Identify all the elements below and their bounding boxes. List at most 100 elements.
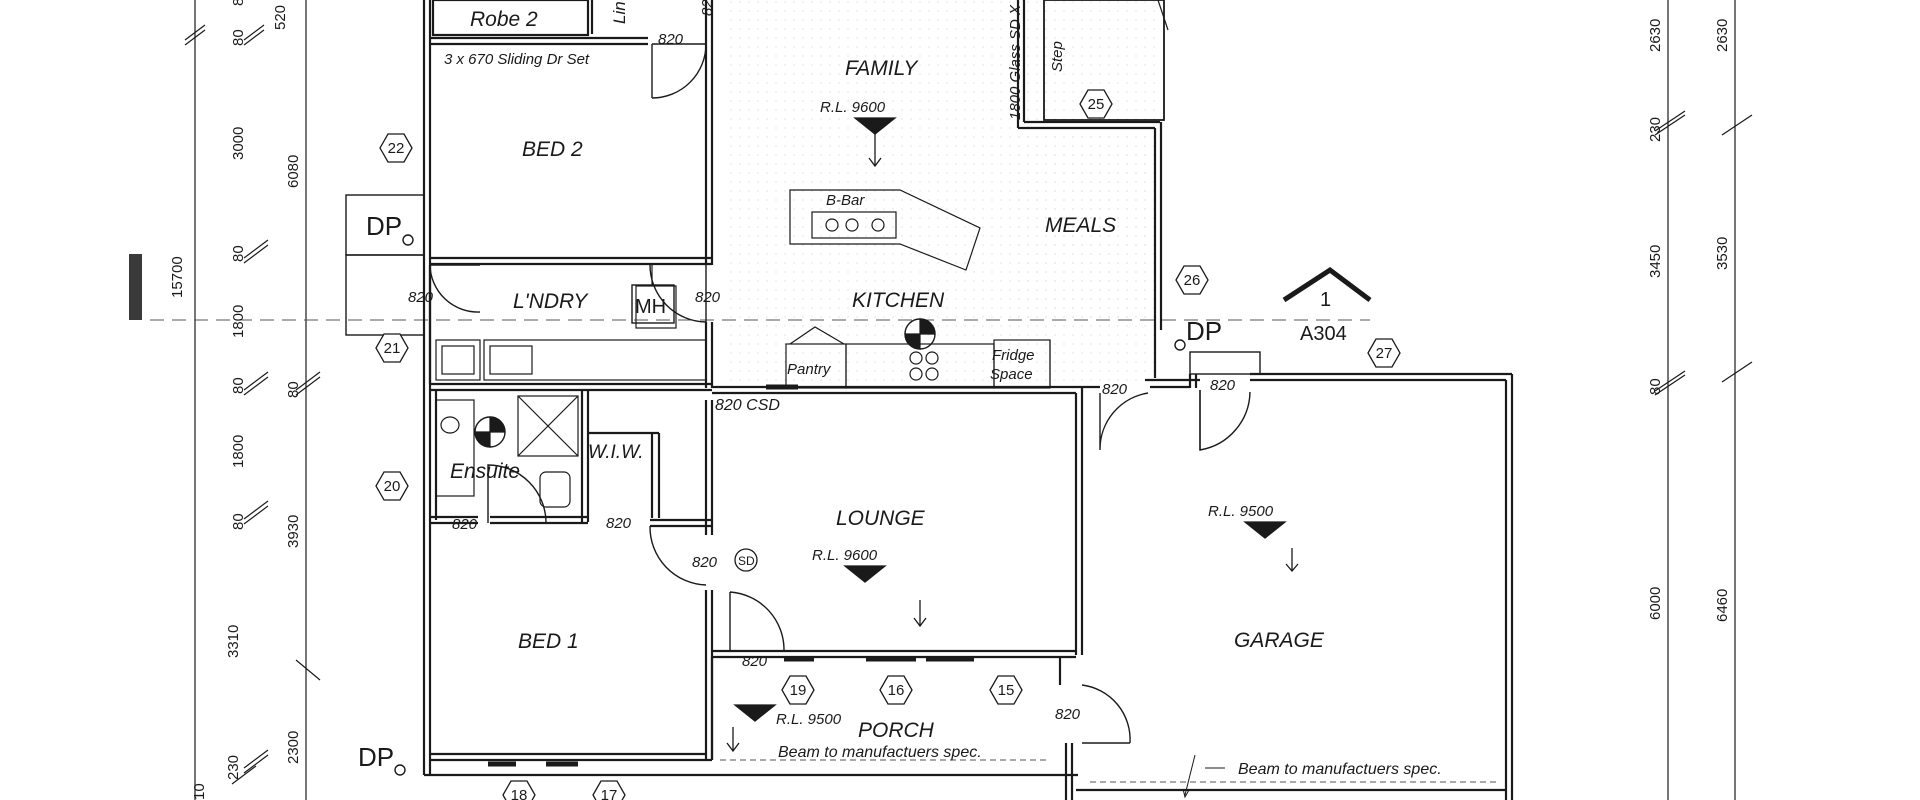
door-width-11: 820: [699, 0, 716, 16]
dim-left-3000: 3000: [230, 127, 247, 160]
dim-left-3930: 3930: [285, 515, 302, 548]
tag-20: 20: [384, 478, 401, 495]
dimension-lines-left: [184, 0, 321, 800]
dp-label-2: DP: [1186, 316, 1222, 346]
room-label-family: FAMILY: [845, 57, 919, 80]
door-width-5: 820: [606, 515, 632, 532]
walls: [422, 0, 1514, 800]
dim-left-8: 8: [230, 0, 247, 6]
room-label-porch: PORCH: [858, 719, 935, 742]
dim-right-2630a: 2630: [1647, 19, 1664, 52]
room-label-lounge: LOUNGE: [836, 507, 926, 530]
dim-right-80: 80: [1647, 378, 1664, 395]
level-family: R.L. 9600: [820, 99, 886, 116]
garage-beam-arrow: [1182, 754, 1196, 799]
mh-box: [631, 284, 675, 324]
dim-right-6460: 6460: [1714, 589, 1731, 622]
dim-left-1800a: 1800: [230, 305, 247, 338]
ensuite-fixtures: [435, 395, 579, 508]
door-width-4: 820: [452, 516, 478, 533]
porch-beam-note: Beam to manufactuers spec.: [778, 744, 982, 761]
dp-label-3: DP: [358, 742, 394, 772]
dim-right-3450: 3450: [1647, 245, 1664, 278]
dp-boxes: [345, 194, 1261, 776]
tag-19: 19: [790, 682, 807, 699]
door-width-8: 820: [1102, 381, 1128, 398]
level-garage: R.L. 9500: [1208, 503, 1274, 520]
dim-right-6000: 6000: [1647, 587, 1664, 620]
dimension-lines-right: [1654, 0, 1753, 800]
room-label-meals: MEALS: [1045, 214, 1116, 237]
tag-21: 21: [384, 340, 401, 357]
dim-right-2630b: 2630: [1714, 19, 1731, 52]
section-marker-bar: [129, 254, 142, 320]
level-markers: [726, 117, 1299, 753]
tag-25: 25: [1088, 96, 1105, 113]
room-label-bed1: BED 1: [518, 630, 579, 653]
dim-left-15700: 15700: [169, 256, 186, 298]
door-width-9: 820: [1210, 377, 1236, 394]
room-label-wiw: W.I.W.: [588, 442, 644, 463]
glass-door-line: [1157, 0, 1169, 31]
level-lounge: R.L. 9600: [812, 547, 878, 564]
tag-17: 17: [601, 787, 618, 800]
room-label-pantry: Pantry: [787, 361, 832, 378]
window-segments: [488, 384, 974, 767]
tag-26: 26: [1184, 272, 1201, 289]
dim-left-1800b: 1800: [230, 435, 247, 468]
step-label: Step: [1049, 41, 1066, 72]
tag-hexagons: [375, 89, 1401, 800]
room-label-laundry: L'NDRY: [513, 290, 589, 313]
mh-label: MH: [635, 296, 666, 318]
tag-15: 15: [998, 682, 1015, 699]
dp-label-1: DP: [366, 211, 402, 241]
dim-left-10: 10: [191, 783, 208, 800]
floor-meals: [1018, 125, 1158, 320]
dim-left-80d: 80: [230, 513, 247, 530]
door-swings: [429, 43, 1251, 744]
bbar-label: B-Bar: [826, 192, 865, 209]
door-width-7: 820: [742, 653, 768, 670]
glass-sd-note: 1800 Glass SD X: [1007, 4, 1024, 120]
room-label-fridge-2: Space: [990, 366, 1033, 383]
dim-left-2300: 2300: [285, 731, 302, 764]
garage-beam-note: Beam to manufactuers spec.: [1238, 761, 1442, 778]
dim-left-80b: 80: [230, 245, 247, 262]
tag-27: 27: [1376, 345, 1393, 362]
dim-right-3530: 3530: [1714, 237, 1731, 270]
door-width-1: 820: [658, 31, 684, 48]
section-reference: A304: [1300, 323, 1347, 345]
door-width-6: 820: [692, 554, 718, 571]
room-label-bed2: BED 2: [522, 138, 583, 161]
dim-left-3310: 3310: [225, 625, 242, 658]
dim-left-80c: 80: [230, 377, 247, 394]
room-label-kitchen: KITCHEN: [852, 289, 945, 312]
sd-label: SD: [738, 554, 755, 568]
tag-16: 16: [888, 682, 905, 699]
dim-left-230: 230: [225, 755, 242, 780]
dim-left-520: 520: [272, 5, 289, 30]
door-width-10: 820: [1055, 706, 1081, 723]
section-arrow: [1282, 266, 1372, 303]
sd-circle: [734, 548, 758, 572]
room-label-robe2: Robe 2: [470, 8, 538, 31]
room-label-garage: GARAGE: [1234, 629, 1325, 652]
room-label-ensuite: Ensuite: [450, 460, 520, 483]
dim-right-230: 230: [1647, 117, 1664, 142]
dim-left-6080: 6080: [285, 155, 302, 188]
room-label-fridge-1: Fridge: [992, 347, 1035, 364]
dim-left-80-inner: 80: [285, 381, 302, 398]
level-porch: R.L. 9500: [776, 711, 842, 728]
laundry-fixtures: [435, 265, 707, 381]
csd-note: 820 CSD: [715, 397, 780, 414]
tag-22: 22: [388, 140, 405, 157]
room-label-linen: Lin: [610, 1, 629, 24]
section-number: 1: [1320, 289, 1331, 311]
sliding-door-note: 3 x 670 Sliding Dr Set: [444, 51, 590, 68]
tag-18: 18: [511, 787, 528, 800]
kitchen-fixtures: [785, 189, 1051, 389]
door-width-3: 820: [695, 289, 721, 306]
door-width-2: 820: [408, 289, 434, 306]
dim-left-80a: 80: [230, 29, 247, 46]
